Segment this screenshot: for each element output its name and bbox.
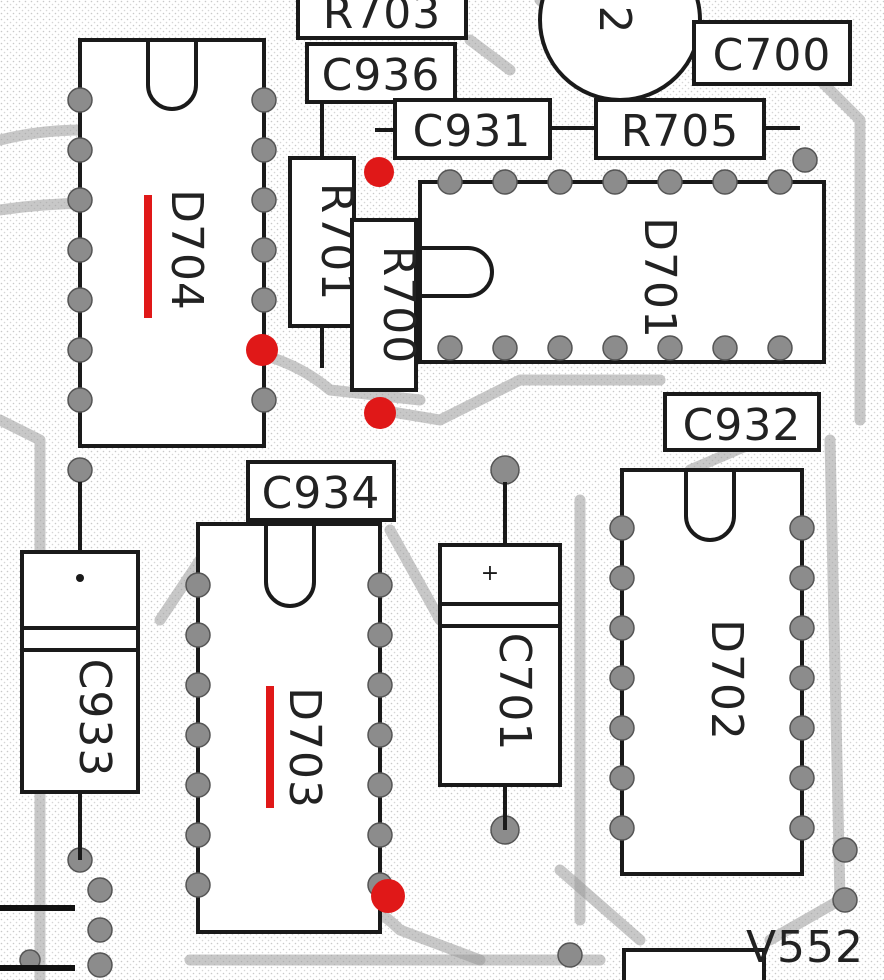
capacitor-c934: C934 [246,460,396,522]
ic-pin-pad [185,822,211,848]
d701-label: D701 [634,217,685,339]
ic-pin-pad [789,715,815,741]
ic-pin-pad [657,169,683,195]
ic-pin-pad [789,815,815,841]
ic-pin-pad [367,622,393,648]
ic-pin-pad [367,672,393,698]
c934-label: C934 [262,468,381,519]
ic-pin-pad [609,665,635,691]
ic-pin-pad [789,515,815,541]
ic-pin-pad [67,187,93,213]
c701-label: C701 [489,633,540,752]
c936-label: C936 [322,50,441,101]
resistor-r701: R701 [288,104,362,368]
ic-pin-pad [437,335,463,361]
ic-pin-pad [251,387,277,413]
pcb-pads [19,147,858,978]
ic-pin-pad [367,772,393,798]
ic-pin-pad [712,169,738,195]
ic-pin-pad [67,87,93,113]
r700-label: R700 [373,246,424,365]
resistor-r705: R705 [552,98,800,160]
ic-pin-pad [185,722,211,748]
ic-pin-pad [609,765,635,791]
ic-pin-pad [251,137,277,163]
ic-pin-pad [712,335,738,361]
ic-pin-pad [367,572,393,598]
ic-pin-pad [251,87,277,113]
ic-d704: D704 [78,38,266,448]
ic-pin-pad [185,572,211,598]
ic-d703: D703 [196,522,382,934]
c931-label: C931 [413,106,532,157]
ic-pin-pad [767,335,793,361]
d702-label: D702 [701,619,752,741]
c701-polarity-mark: + [481,561,499,586]
capacitor-c701: + C701 [438,482,562,830]
capacitor-c933: C933 [20,482,140,860]
ic-d701: D701 [418,180,826,364]
ic-pin-pad [367,822,393,848]
resistor-r703: R703 [296,0,468,40]
ic-pin-pad [789,665,815,691]
ic-pin-pad [251,237,277,263]
ic-pin-pad [185,872,211,898]
c700-label: C700 [713,30,832,81]
capacitor-c932: C932 [663,392,821,452]
round-component-label: 2 [589,6,640,35]
ic-pin-pad [492,335,518,361]
component-v552: V552 [622,922,864,980]
ic-pin-pad [67,287,93,313]
c933-label: C933 [69,659,120,778]
ic-pin-pad [767,169,793,195]
ic-pin-pad [789,765,815,791]
ic-pin-pad [602,335,628,361]
ic-pin-pad [547,169,573,195]
ic-pin-pad [602,169,628,195]
ic-pin-pad [251,187,277,213]
ic-pin-pad [789,615,815,641]
ic-pin-pad [547,335,573,361]
ic-pin-pad [789,565,815,591]
d704-label: D704 [161,189,212,311]
capacitor-c700: C700 [692,20,852,86]
v552-label: V552 [746,922,864,973]
ic-pin-pad [657,335,683,361]
ic-pin-pad [67,237,93,263]
bottom-left-leads [0,905,75,971]
r705-label: R705 [621,106,740,157]
ic-pin-pad [185,672,211,698]
c932-label: C932 [683,400,802,451]
ic-pin-pad [185,772,211,798]
marker-dot-4 [371,879,405,913]
ic-pin-pad [609,615,635,641]
red-markers [144,157,405,913]
ic-pin-pad [609,515,635,541]
marker-dot-2 [246,334,278,366]
ic-d702: D702 [620,468,804,876]
ic-pin-pads [67,87,815,898]
marker-dot-1 [364,157,394,187]
ic-pin-pad [251,287,277,313]
ic-pin-pad [67,337,93,363]
ic-pin-pad [609,715,635,741]
r703-label: R703 [323,0,442,39]
marker-dot-3 [364,397,396,429]
capacitor-c931: C931 [375,98,552,160]
ic-pin-pad [185,622,211,648]
d703-label: D703 [279,687,330,809]
ic-pin-pad [367,722,393,748]
ic-pin-pad [67,387,93,413]
ic-pin-pad [609,565,635,591]
ic-pin-pad [609,815,635,841]
ic-pin-pad [67,137,93,163]
ic-pin-pad [492,169,518,195]
capacitor-c936: C936 [305,42,457,104]
resistor-r700: R700 [350,218,424,392]
ic-pin-pad [437,169,463,195]
